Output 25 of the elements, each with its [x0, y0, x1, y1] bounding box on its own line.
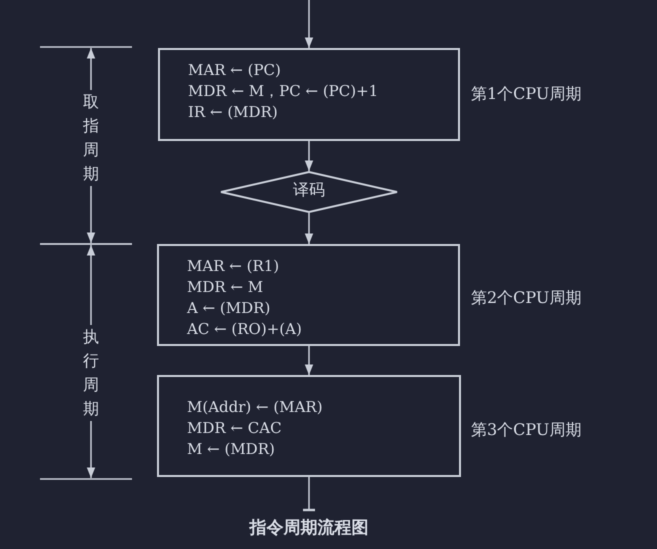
connector-line: [302, 477, 316, 512]
arrow: [304, 141, 314, 171]
dimension-label: 执行周期: [81, 325, 101, 421]
operation-text: MDR ← CAC: [187, 418, 283, 439]
caption: 指令周期流程图: [248, 517, 370, 539]
arrow: [304, 346, 314, 375]
cycle-label: 第1个CPU周期: [471, 84, 582, 105]
process-box: [157, 244, 460, 346]
process-box: [158, 48, 460, 141]
operation-text: MDR ← M: [187, 277, 264, 298]
operation-text: M ← (MDR): [187, 439, 276, 460]
operation-text: MDR ← M，PC ← (PC)+1: [188, 81, 380, 102]
cycle-label: 第2个CPU周期: [471, 288, 582, 309]
dimension-label: 取指周期: [81, 90, 101, 186]
operation-text: IR ← (MDR): [188, 102, 279, 123]
process-box: [157, 375, 461, 477]
operation-text: MAR ← (PC): [188, 60, 282, 81]
decision-diamond: 译码: [220, 171, 398, 213]
arrow: [304, 0, 314, 48]
cycle-label: 第3个CPU周期: [471, 420, 582, 441]
operation-text: AC ← (RO)+(A): [187, 319, 303, 340]
operation-text: MAR ← (R1): [187, 256, 280, 277]
arrow: [304, 213, 314, 244]
operation-text: M(Addr) ← (MAR): [187, 397, 324, 418]
operation-text: A ← (MDR): [187, 298, 272, 319]
